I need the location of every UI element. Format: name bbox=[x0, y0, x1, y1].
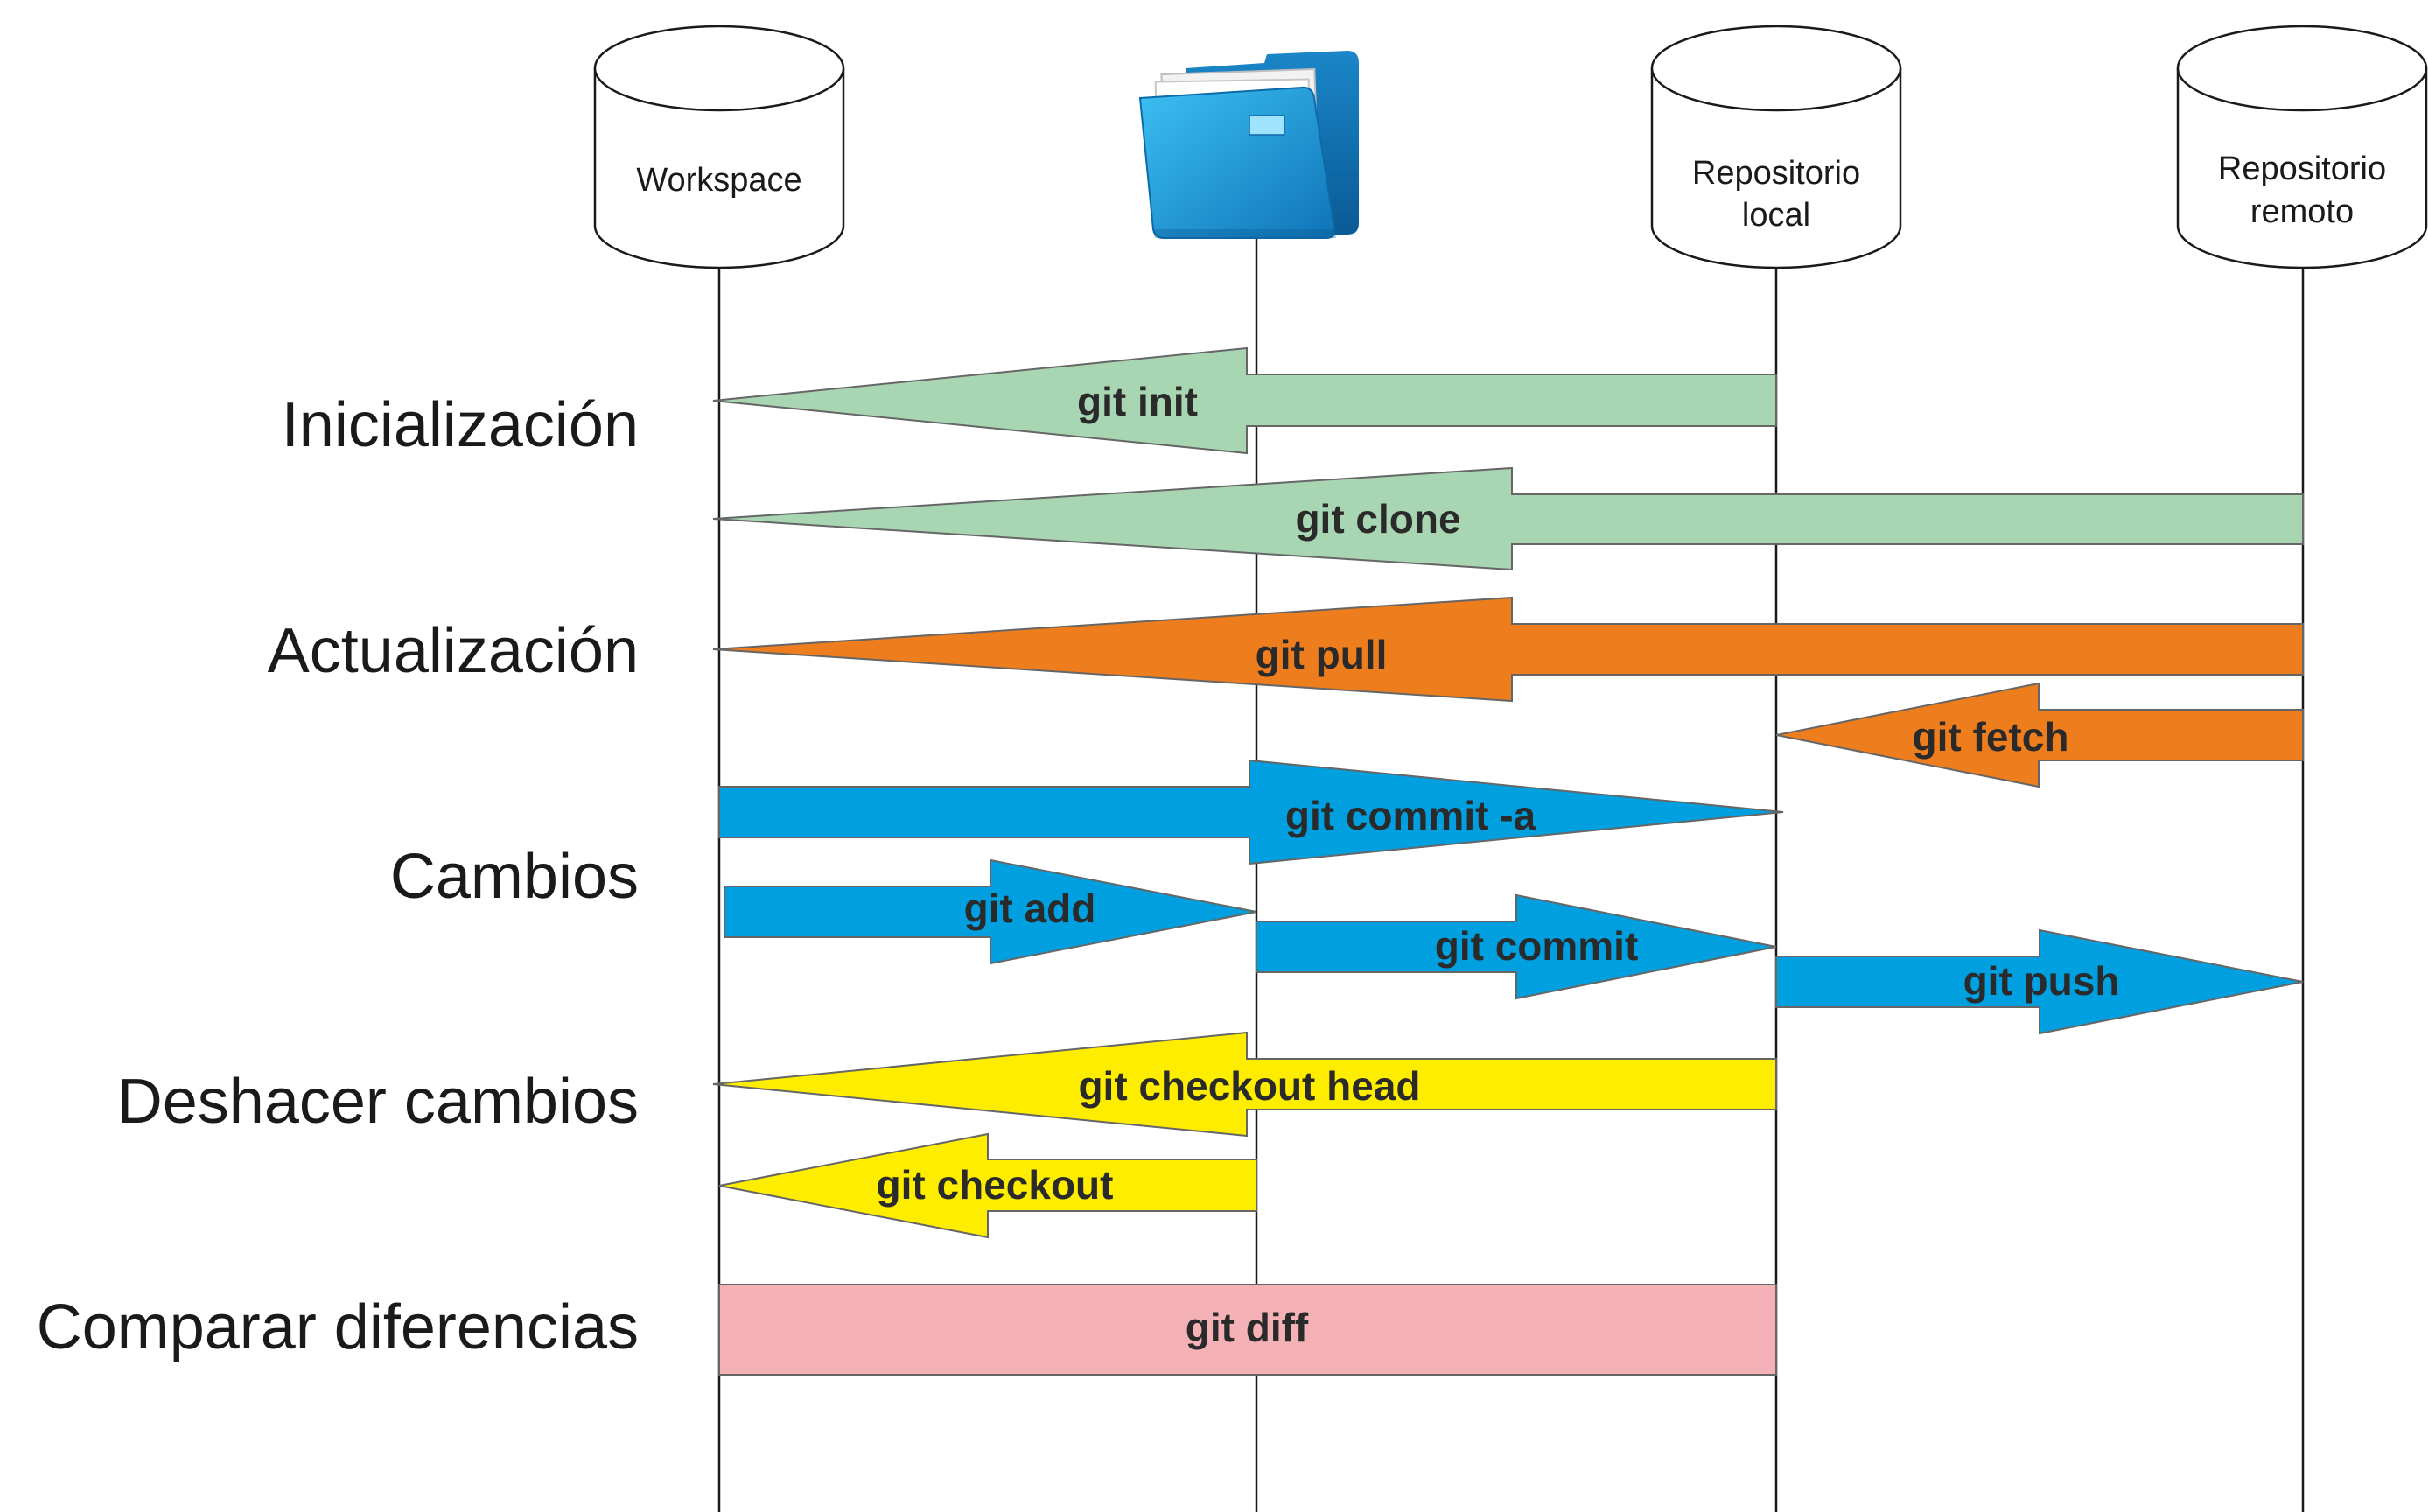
git-commit-a-arrow: git commit -a bbox=[718, 759, 1784, 865]
git-checkout-head-label: git checkout head bbox=[1078, 1063, 1420, 1109]
git-pull-label: git pull bbox=[1256, 632, 1388, 677]
git-push-label: git push bbox=[1963, 958, 2120, 1004]
git-commit-arrow: git commit bbox=[1256, 893, 1777, 1000]
remote-repo-cylinder: Repositorio remoto bbox=[2176, 24, 2428, 270]
git-checkout-label: git checkout bbox=[877, 1162, 1114, 1208]
git-clone-label: git clone bbox=[1295, 496, 1460, 542]
git-init-label: git init bbox=[1077, 379, 1198, 424]
git-clone-arrow: git clone bbox=[712, 466, 2304, 571]
git-add-arrow: git add bbox=[724, 858, 1257, 965]
git-fetch-label: git fetch bbox=[1913, 714, 2069, 760]
git-checkout-head-arrow: git checkout head bbox=[712, 1031, 1777, 1138]
section-label-undo: Deshacer cambios bbox=[117, 1067, 639, 1137]
section-label-update: Actualización bbox=[268, 616, 639, 686]
remote-repo-label-line2: remoto bbox=[2250, 193, 2354, 230]
git-commit-label: git commit bbox=[1435, 923, 1639, 969]
git-pull-arrow: git pull bbox=[712, 596, 2304, 703]
git-commit-a-label: git commit -a bbox=[1285, 793, 1536, 838]
workspace-label: Workspace bbox=[636, 162, 801, 199]
folder-icon bbox=[1138, 51, 1359, 239]
git-checkout-arrow: git checkout bbox=[718, 1132, 1257, 1239]
git-init-arrow: git init bbox=[712, 346, 1777, 455]
git-diff-label: git diff bbox=[1186, 1305, 1309, 1350]
section-label-changes: Cambios bbox=[390, 842, 639, 912]
local-repo-label-line2: local bbox=[1742, 197, 1810, 234]
section-label-compare: Comparar diferencias bbox=[37, 1292, 639, 1362]
section-label-init: Inicialización bbox=[282, 390, 639, 460]
git-add-label: git add bbox=[964, 886, 1096, 931]
remote-repo-label-line1: Repositorio bbox=[2218, 150, 2386, 187]
git-diff-bar: git diff bbox=[718, 1284, 1777, 1376]
local-repo-label-line1: Repositorio bbox=[1692, 155, 1860, 192]
workspace-cylinder: Workspace bbox=[593, 24, 845, 270]
git-fetch-arrow: git fetch bbox=[1775, 682, 2304, 788]
git-push-arrow: git push bbox=[1775, 928, 2304, 1035]
local-repo-cylinder: Repositorio local bbox=[1650, 24, 1902, 270]
